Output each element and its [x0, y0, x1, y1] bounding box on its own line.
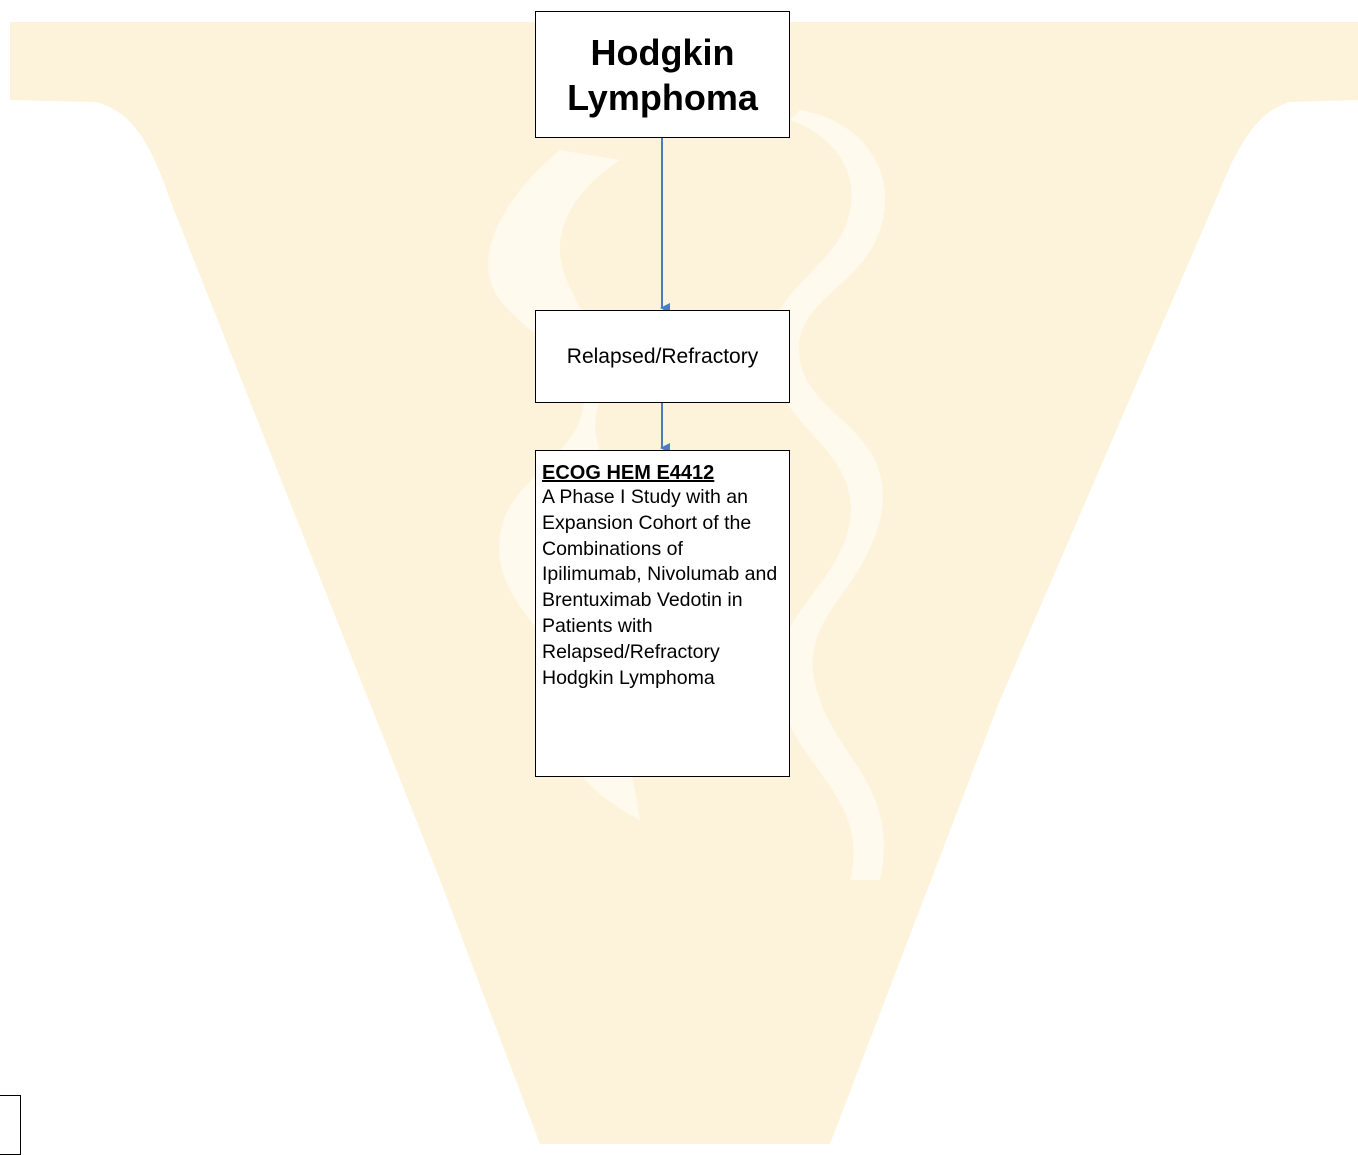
trial-id: ECOG HEM E4412 — [542, 462, 715, 484]
node-hodgkin-lymphoma: Hodgkin Lymphoma — [535, 11, 790, 138]
node-relapsed-label: Relapsed/Refractory — [566, 344, 759, 368]
node-trial-ecog-e4412: ECOG HEM E4412 A Phase I Study with an E… — [535, 450, 790, 777]
node-relapsed-refractory: Relapsed/Refractory — [535, 310, 790, 403]
watermark-swirl-right — [769, 110, 886, 880]
corner-frame-fragment — [0, 1095, 21, 1155]
trial-description: A Phase I Study with an Expansion Cohort… — [542, 486, 778, 689]
node-root-title: Hodgkin Lymphoma — [567, 31, 758, 118]
